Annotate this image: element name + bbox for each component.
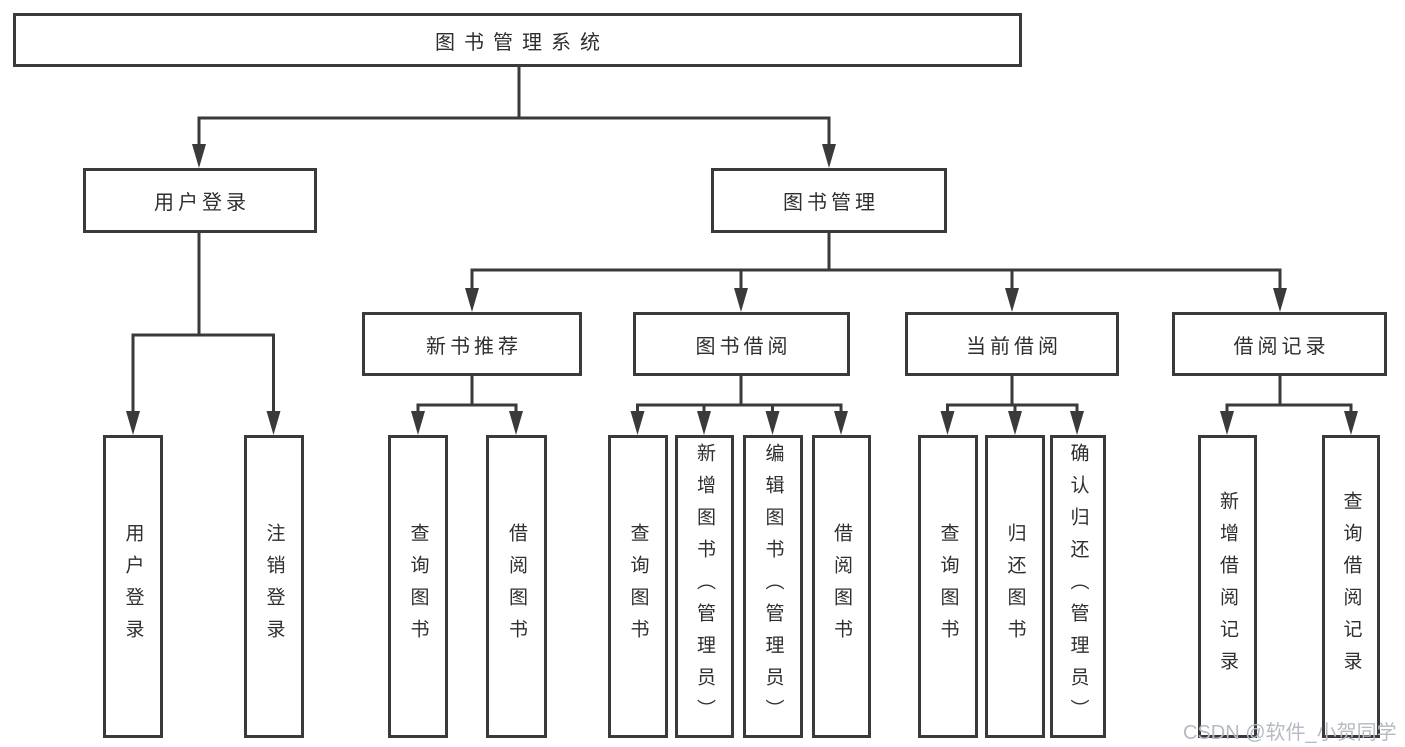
node-book-management: 图书管理 xyxy=(711,168,947,233)
node-label: 借阅记录 xyxy=(1233,335,1330,358)
leaf-confirm-return-admin: 确认归还（管理员） xyxy=(1050,435,1106,738)
node-label: 确认归还（管理员） xyxy=(1067,442,1089,731)
csdn-watermark: CSDN @软件_小贺同学 xyxy=(1183,722,1397,744)
node-label: 注销登录 xyxy=(263,522,285,651)
node-label: 查询图书 xyxy=(407,522,429,651)
node-label: 当前借阅 xyxy=(966,335,1062,358)
node-label: 借阅图书 xyxy=(506,522,527,651)
node-new-book-recommend: 新书推荐 xyxy=(362,312,582,376)
leaf-borrow-books-borrowing: 借阅图书 xyxy=(812,435,871,738)
leaf-add-borrow-record: 新增借阅记录 xyxy=(1198,435,1257,738)
leaf-borrow-books-recommend: 借阅图书 xyxy=(486,435,547,738)
node-label: 新书推荐 xyxy=(426,335,522,358)
node-library-management-system: 图书管理系统 xyxy=(13,13,1022,67)
node-label: 借阅图书 xyxy=(831,522,852,651)
leaf-user-login: 用户登录 xyxy=(103,435,163,738)
node-book-borrowing: 图书借阅 xyxy=(633,312,850,376)
leaf-logout: 注销登录 xyxy=(244,435,304,738)
node-label: 图书借阅 xyxy=(695,335,792,358)
leaf-query-books-current: 查询图书 xyxy=(918,435,978,738)
leaf-edit-books-admin: 编辑图书（管理员） xyxy=(743,435,803,738)
node-label: 图书管理系统 xyxy=(435,31,609,54)
node-label: 查询图书 xyxy=(937,522,959,651)
node-label: 查询图书 xyxy=(627,522,649,651)
leaf-query-books-borrowing: 查询图书 xyxy=(608,435,668,738)
node-label: 新增图书（管理员） xyxy=(694,442,715,731)
node-label: 用户登录 xyxy=(122,522,144,651)
leaf-query-books-recommend: 查询图书 xyxy=(388,435,448,738)
node-label: 查询借阅记录 xyxy=(1340,490,1362,683)
node-borrowing-records: 借阅记录 xyxy=(1172,312,1387,376)
leaf-add-books-admin: 新增图书（管理员） xyxy=(675,435,734,738)
node-label: 图书管理 xyxy=(783,192,879,214)
leaf-query-borrow-record: 查询借阅记录 xyxy=(1322,435,1380,738)
node-label: 编辑图书（管理员） xyxy=(762,442,784,731)
node-label: 用户登录 xyxy=(154,192,250,214)
node-label: 新增借阅记录 xyxy=(1217,490,1238,683)
node-current-borrowing: 当前借阅 xyxy=(905,312,1119,376)
node-label: 归还图书 xyxy=(1004,522,1026,651)
leaf-return-books: 归还图书 xyxy=(985,435,1045,738)
node-user-login-branch: 用户登录 xyxy=(83,168,317,233)
